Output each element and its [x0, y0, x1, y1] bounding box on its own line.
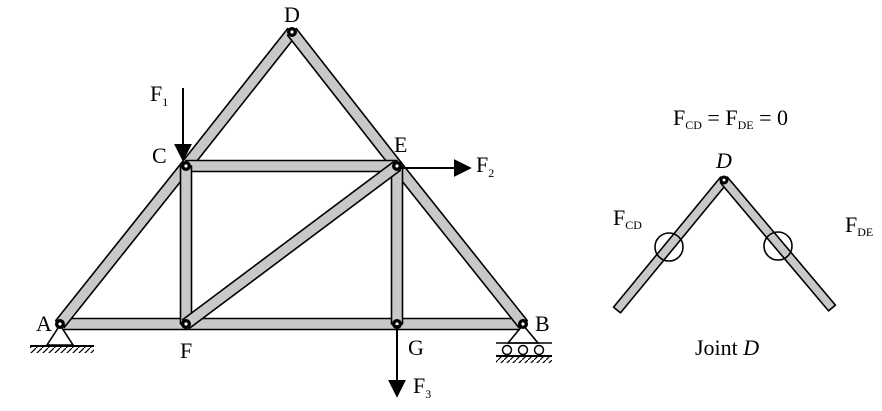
pin-support-a [30, 323, 94, 353]
truss-pins [55, 27, 528, 329]
member-ac [54, 161, 192, 329]
joint-label-c: C [152, 143, 167, 168]
joint-label-g: G [408, 335, 424, 360]
roller-support-b [496, 323, 552, 363]
fbd-circle-cd [654, 232, 684, 262]
force-f3-label: F3 [413, 373, 431, 401]
member-de [286, 27, 403, 171]
fbd-pin-hole-d [722, 178, 726, 182]
force-f1-label: F1 [150, 81, 168, 109]
fbd-member-cd [612, 176, 729, 314]
pin-hole-d [290, 30, 294, 34]
member-af [59, 317, 187, 331]
member-eb [391, 161, 529, 329]
fbd-force-de-label: FDE [845, 212, 873, 239]
truss-members [54, 27, 529, 331]
fbd-caption: Joint D [695, 335, 759, 360]
fbd-circle-de [763, 231, 793, 261]
joint-d-free-body [612, 175, 837, 314]
member-gb [396, 317, 524, 331]
pin-hole-a [58, 322, 62, 326]
joint-label-a: A [36, 311, 52, 336]
member-cf [179, 165, 193, 325]
pin-hole-e [395, 164, 399, 168]
pin-hole-c [184, 164, 188, 168]
pin-hole-b [521, 322, 525, 326]
force-f2-label: F2 [476, 152, 494, 180]
member-eg [390, 165, 404, 325]
fbd-member-de [719, 176, 837, 312]
joint-label-f: F [180, 338, 192, 363]
joint-label-b: B [535, 311, 550, 336]
pin-hole-f [184, 322, 188, 326]
member-ce [185, 159, 398, 173]
member-cd [180, 27, 298, 171]
zero-force-equation: FCD = FDE = 0 [673, 105, 788, 132]
fbd-force-cd-label: FCD [613, 205, 642, 232]
pin-hole-g [395, 322, 399, 326]
joint-label-e: E [394, 132, 407, 157]
member-fe [181, 160, 402, 330]
fbd-joint-label-d: D [715, 148, 732, 173]
joint-label-d: D [284, 2, 300, 27]
member-fg [185, 317, 398, 331]
